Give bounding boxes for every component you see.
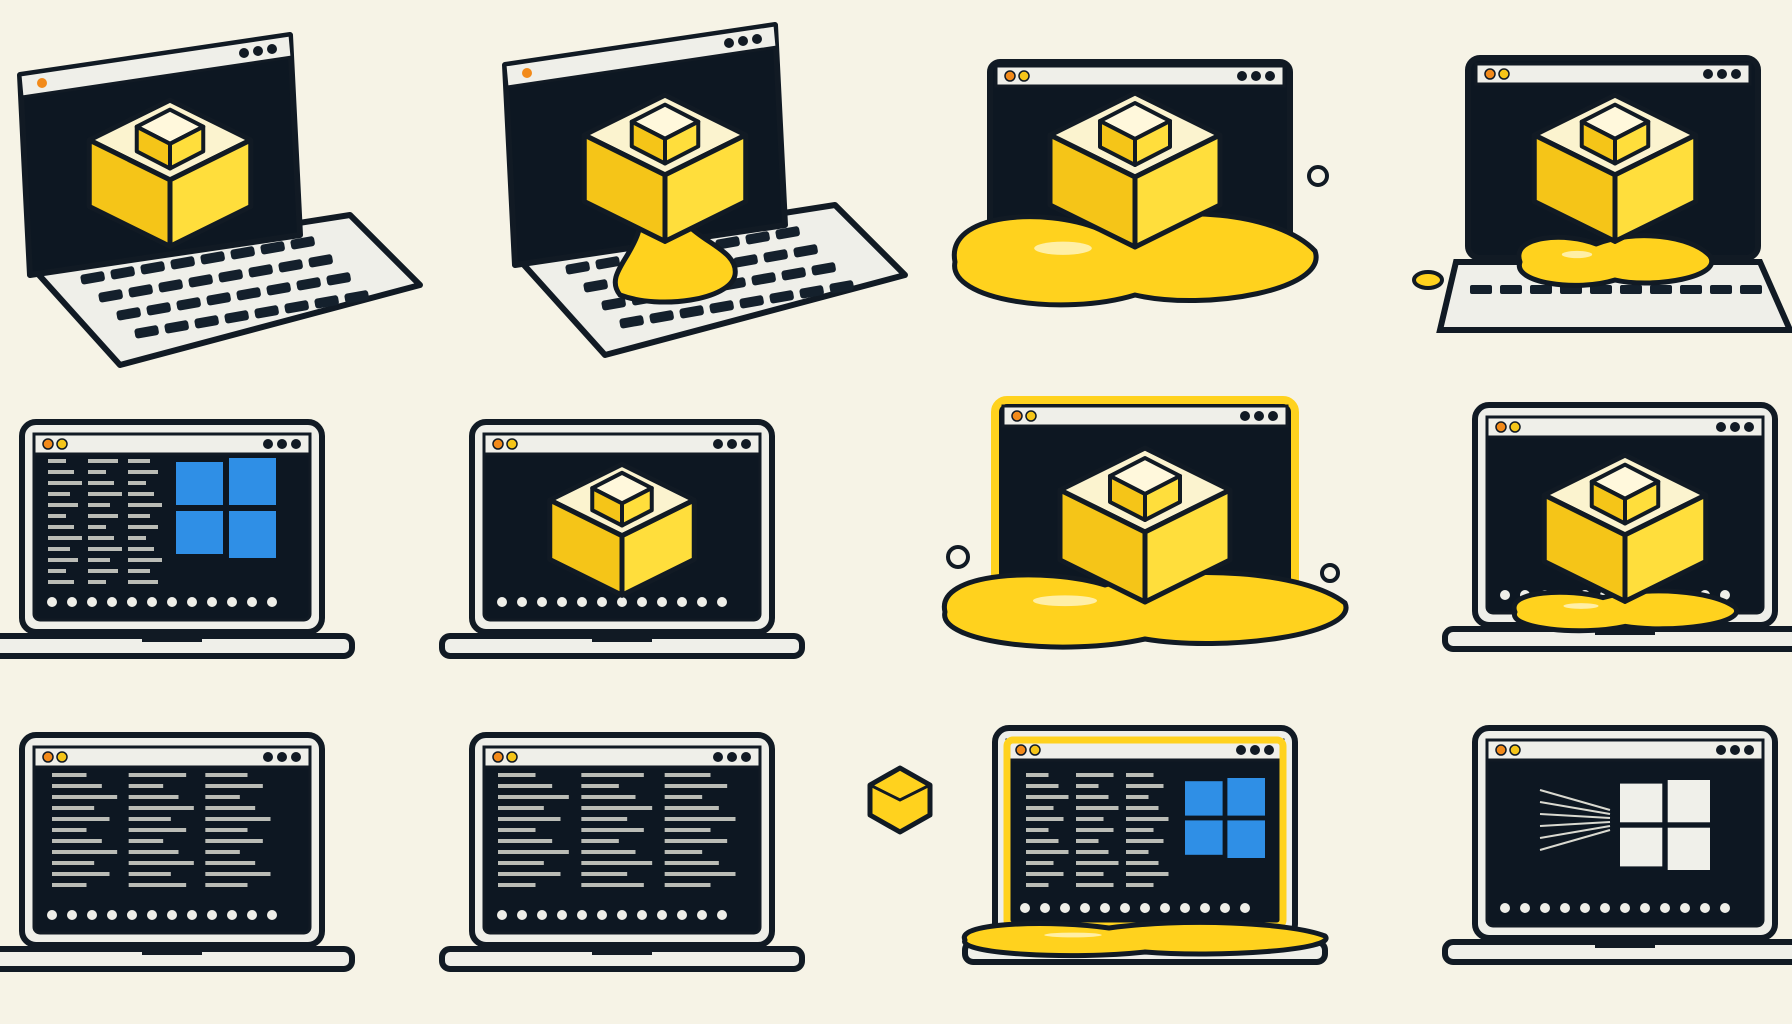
laptop-code-windows-icon xyxy=(0,419,355,659)
laptop-butter-dripping-icon xyxy=(1442,402,1792,652)
screen-butter-puddle-icon xyxy=(951,59,1329,308)
laptop-code-icon xyxy=(439,732,805,972)
code-lines-icon xyxy=(1026,773,1169,887)
windows-logo-icon xyxy=(176,458,276,558)
code-lines-icon xyxy=(48,459,162,584)
laptop-butter-puddle-icon xyxy=(1412,55,1792,333)
laptop-butter-icon xyxy=(17,32,423,368)
laptop-butter-melting-icon xyxy=(502,22,908,358)
laptop-windows-boot-icon xyxy=(1442,725,1792,965)
laptop-butter-icon xyxy=(439,419,805,659)
windows-logo-icon xyxy=(1620,780,1710,870)
screen-butter-melting-icon xyxy=(942,396,1349,650)
butter-pat-icon xyxy=(867,765,933,835)
laptop-code-windows-melted-icon xyxy=(961,725,1329,965)
code-lines-icon xyxy=(52,773,271,887)
keyboard-icon xyxy=(80,236,369,339)
code-lines-icon xyxy=(498,773,736,887)
windows-logo-icon xyxy=(1185,778,1265,858)
laptop-code-icon xyxy=(0,732,355,972)
